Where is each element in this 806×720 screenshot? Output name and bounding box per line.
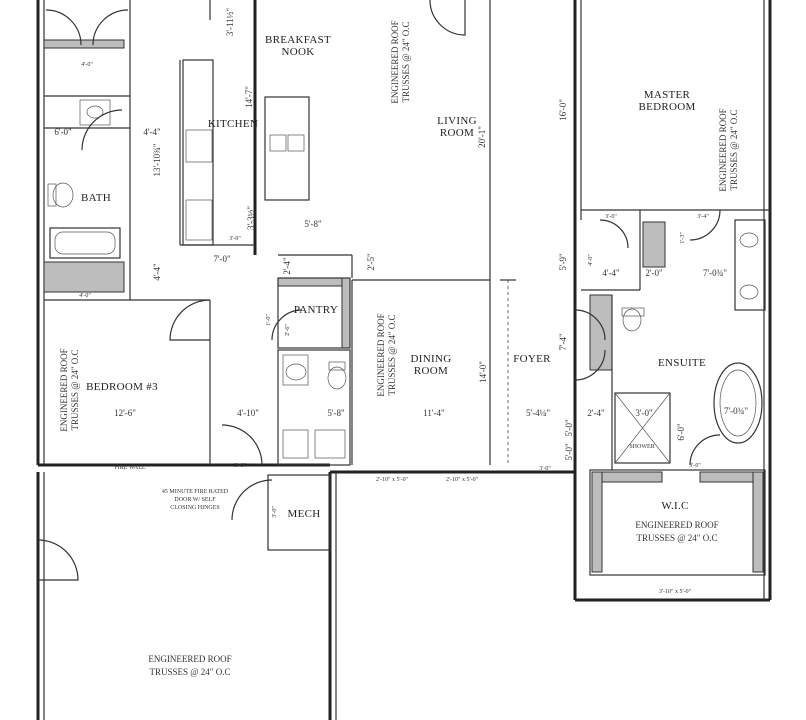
kitchen-truss-note-2: TRUSSES @ 24" O.C	[401, 22, 411, 103]
dim-hall2: 4'-10"	[237, 408, 259, 418]
master-truss-note-1: ENGINEERED ROOF	[718, 108, 728, 191]
dim-dining-w: 11'-4"	[423, 408, 445, 418]
living-room-label-2: ROOM	[440, 127, 474, 139]
dim-closet-b: 4'-0"	[79, 293, 91, 299]
dining-truss-note-1: ENGINEERED ROOF	[376, 313, 386, 396]
bedroom-truss-note-2: TRUSSES @ 24" O.C	[70, 350, 80, 431]
dim-ens-w2: 2'-0"	[645, 268, 663, 278]
dim-pantry-d2: 2'-6"	[285, 324, 291, 336]
dim-bath-w: 6'-0"	[54, 127, 72, 137]
dim-ens-w3: 7'-0¾"	[703, 268, 727, 278]
dimension-labels: 3'-11½" 14'-7" 20'-1" 16'-0" 4'-0" 6'-0"…	[54, 8, 748, 595]
dim-shower-h: 6'-0"	[676, 423, 686, 441]
fire-door-note-1: 45 MINUTE FIRE RATED	[162, 489, 229, 495]
dim-master-d2: 3'-4"	[697, 214, 709, 220]
shower-label: SHOWER	[629, 444, 654, 450]
dim-wh: 5'-0"	[564, 419, 574, 437]
garage-truss-note-2: TRUSSES @ 24" O.C	[150, 667, 231, 677]
dim-door1: 3'-0"	[234, 463, 246, 469]
breakfast-nook-label-2: NOOK	[282, 46, 315, 58]
mech-label: MECH	[288, 508, 321, 520]
dim-master-d3: 1'-3"	[680, 232, 686, 244]
dim-kitchen-len: 14'-7"	[244, 86, 254, 108]
dim-living-len: 20'-1"	[477, 126, 487, 148]
master-bedroom-label-1: MASTER	[644, 89, 691, 101]
dim-hall-w: 4'-4"	[143, 127, 161, 137]
dim-hall-len: 4'-4"	[152, 263, 162, 281]
fire-wall-note: FIRE WALL	[114, 465, 145, 471]
dim-bot2: 2'-10" x 5'-0"	[446, 477, 479, 483]
garage-truss-note-1: ENGINEERED ROOF	[148, 654, 231, 664]
dim-island: 5'-8"	[304, 219, 322, 229]
dim-nook-depth: 3'-11½"	[225, 8, 235, 37]
dim-foyer-w: 5'-4¼"	[526, 408, 550, 418]
dim-bed3-w: 12'-6"	[114, 408, 136, 418]
bath-label: BATH	[81, 192, 111, 204]
dim-mech-d: 3'-0"	[272, 506, 278, 518]
dim-door3: 3'-0"	[689, 463, 701, 469]
interior-walls	[43, 0, 770, 576]
living-room-label-1: LIVING	[437, 115, 477, 127]
breakfast-nook-label-1: BREAKFAST	[265, 34, 331, 46]
dim-dining-h: 14'-0"	[478, 361, 488, 383]
door-swings	[37, 0, 721, 581]
dim-ens-w5: 3'-0"	[635, 408, 653, 418]
dim-foyer-len2: 5'-9"	[558, 253, 568, 271]
dim-ens-w4: 2'-4"	[587, 408, 605, 418]
wic-truss-note-1: ENGINEERED ROOF	[635, 520, 718, 530]
ensuite-label: ENSUITE	[658, 357, 706, 369]
dim-ens-w1: 4'-4"	[602, 268, 620, 278]
dim-pantry-h: 2'-5"	[366, 253, 376, 271]
dim-small1: 3'-0"	[229, 236, 241, 242]
dim-foyer-h: 7'-4"	[558, 333, 568, 351]
dim-small2: 3'-3½"	[246, 206, 256, 230]
dim-bath-len: 13'-10¾"	[152, 143, 162, 176]
dim-bot1: 2'-10" x 5'-0"	[376, 477, 409, 483]
pantry-label: PANTRY	[294, 304, 338, 316]
dim-closet-d: 4'-0"	[588, 254, 594, 266]
kitchen-truss-note-1: ENGINEERED ROOF	[390, 20, 400, 103]
bedroom-truss-note-1: ENGINEERED ROOF	[59, 348, 69, 431]
dining-room-label-1: DINING	[411, 353, 452, 365]
dim-door2: 3'-0"	[539, 466, 551, 472]
dim-kitchen-w: 7'-0"	[213, 254, 231, 264]
dim-bot3: 3'-10" x 5'-0"	[659, 589, 692, 595]
dim-tub-w: 7'-0¾"	[724, 406, 748, 416]
dim-closet-w: 4'-0"	[81, 62, 93, 68]
bedroom3-label: BEDROOM #3	[86, 381, 158, 393]
dim-pantry-d: 1'-0"	[266, 314, 272, 326]
kitchen-label: KITCHEN	[208, 118, 258, 130]
wic-truss-note-2: TRUSSES @ 24" O.C	[637, 533, 718, 543]
dim-foyer-len: 16'-0"	[558, 99, 568, 121]
master-truss-note-2: TRUSSES @ 24" O.C	[729, 110, 739, 191]
wic-label: W.I.C	[661, 500, 688, 512]
dim-pantry-w: 5'-8"	[327, 408, 345, 418]
fire-door-note-2: DOOR W/ SELF	[174, 497, 216, 503]
dining-truss-note-2: TRUSSES @ 24" O.C	[387, 315, 397, 396]
master-bedroom-label-2: BEDROOM	[638, 101, 695, 113]
foyer-label: FOYER	[513, 353, 551, 365]
dim-pantry-h2: 2'-4"	[282, 257, 292, 275]
dim-master-d1: 3'-0"	[605, 214, 617, 220]
fire-door-note-3: CLOSING HINGES	[170, 505, 220, 511]
dim-foyer-h2: 5'-0"	[564, 443, 574, 461]
dining-room-label-2: ROOM	[414, 365, 448, 377]
